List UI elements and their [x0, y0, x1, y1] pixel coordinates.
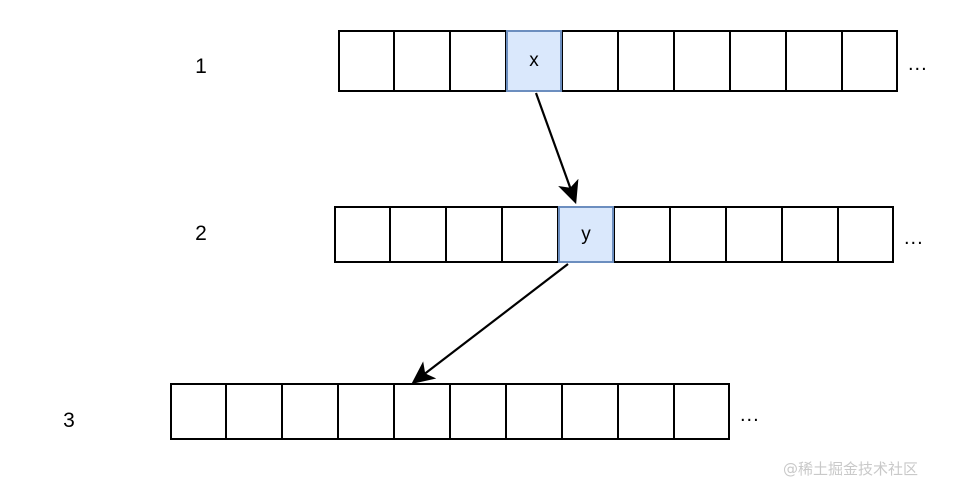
watermark: @稀土掘金技术社区: [783, 460, 919, 478]
array-cell[interactable]: [170, 383, 226, 440]
array-cell[interactable]: [786, 30, 842, 92]
array-cell-highlighted[interactable]: x: [506, 30, 562, 92]
array-cell[interactable]: [562, 30, 618, 92]
array-cell[interactable]: [614, 206, 670, 263]
array-cell[interactable]: [674, 30, 730, 92]
array-cell[interactable]: [450, 30, 506, 92]
array-cell[interactable]: [670, 206, 726, 263]
array-cell[interactable]: [334, 206, 390, 263]
arrow-y-to-row3: [411, 263, 569, 385]
ellipsis-row-2: ...: [904, 227, 924, 249]
array-cell[interactable]: [446, 206, 502, 263]
array-cell-highlighted[interactable]: y: [558, 206, 614, 263]
array-cell[interactable]: [842, 30, 898, 92]
array-cell[interactable]: [562, 383, 618, 440]
array-cell[interactable]: [450, 383, 506, 440]
array-cell[interactable]: [394, 30, 450, 92]
row-label-1: 1: [195, 55, 207, 78]
array-cell[interactable]: [506, 383, 562, 440]
array-row-1: x: [338, 30, 898, 92]
array-cell[interactable]: [618, 383, 674, 440]
array-cell[interactable]: [726, 206, 782, 263]
ellipsis-row-1: ...: [908, 53, 928, 75]
array-cell[interactable]: [338, 383, 394, 440]
array-cell[interactable]: [338, 30, 394, 92]
array-cell[interactable]: [730, 30, 786, 92]
array-cell[interactable]: [838, 206, 894, 263]
array-cell[interactable]: [502, 206, 558, 263]
array-cell[interactable]: [282, 383, 338, 440]
array-cell[interactable]: [782, 206, 838, 263]
array-row-2: y: [334, 206, 894, 263]
array-cell[interactable]: [674, 383, 730, 440]
array-cell[interactable]: [394, 383, 450, 440]
ellipsis-row-3: ...: [740, 404, 760, 426]
array-cell[interactable]: [226, 383, 282, 440]
arrow-x-to-y: [534, 92, 579, 205]
array-cell[interactable]: [618, 30, 674, 92]
row-label-3: 3: [63, 409, 75, 432]
array-row-3: [170, 383, 730, 440]
array-cell[interactable]: [390, 206, 446, 263]
row-label-2: 2: [195, 222, 207, 245]
